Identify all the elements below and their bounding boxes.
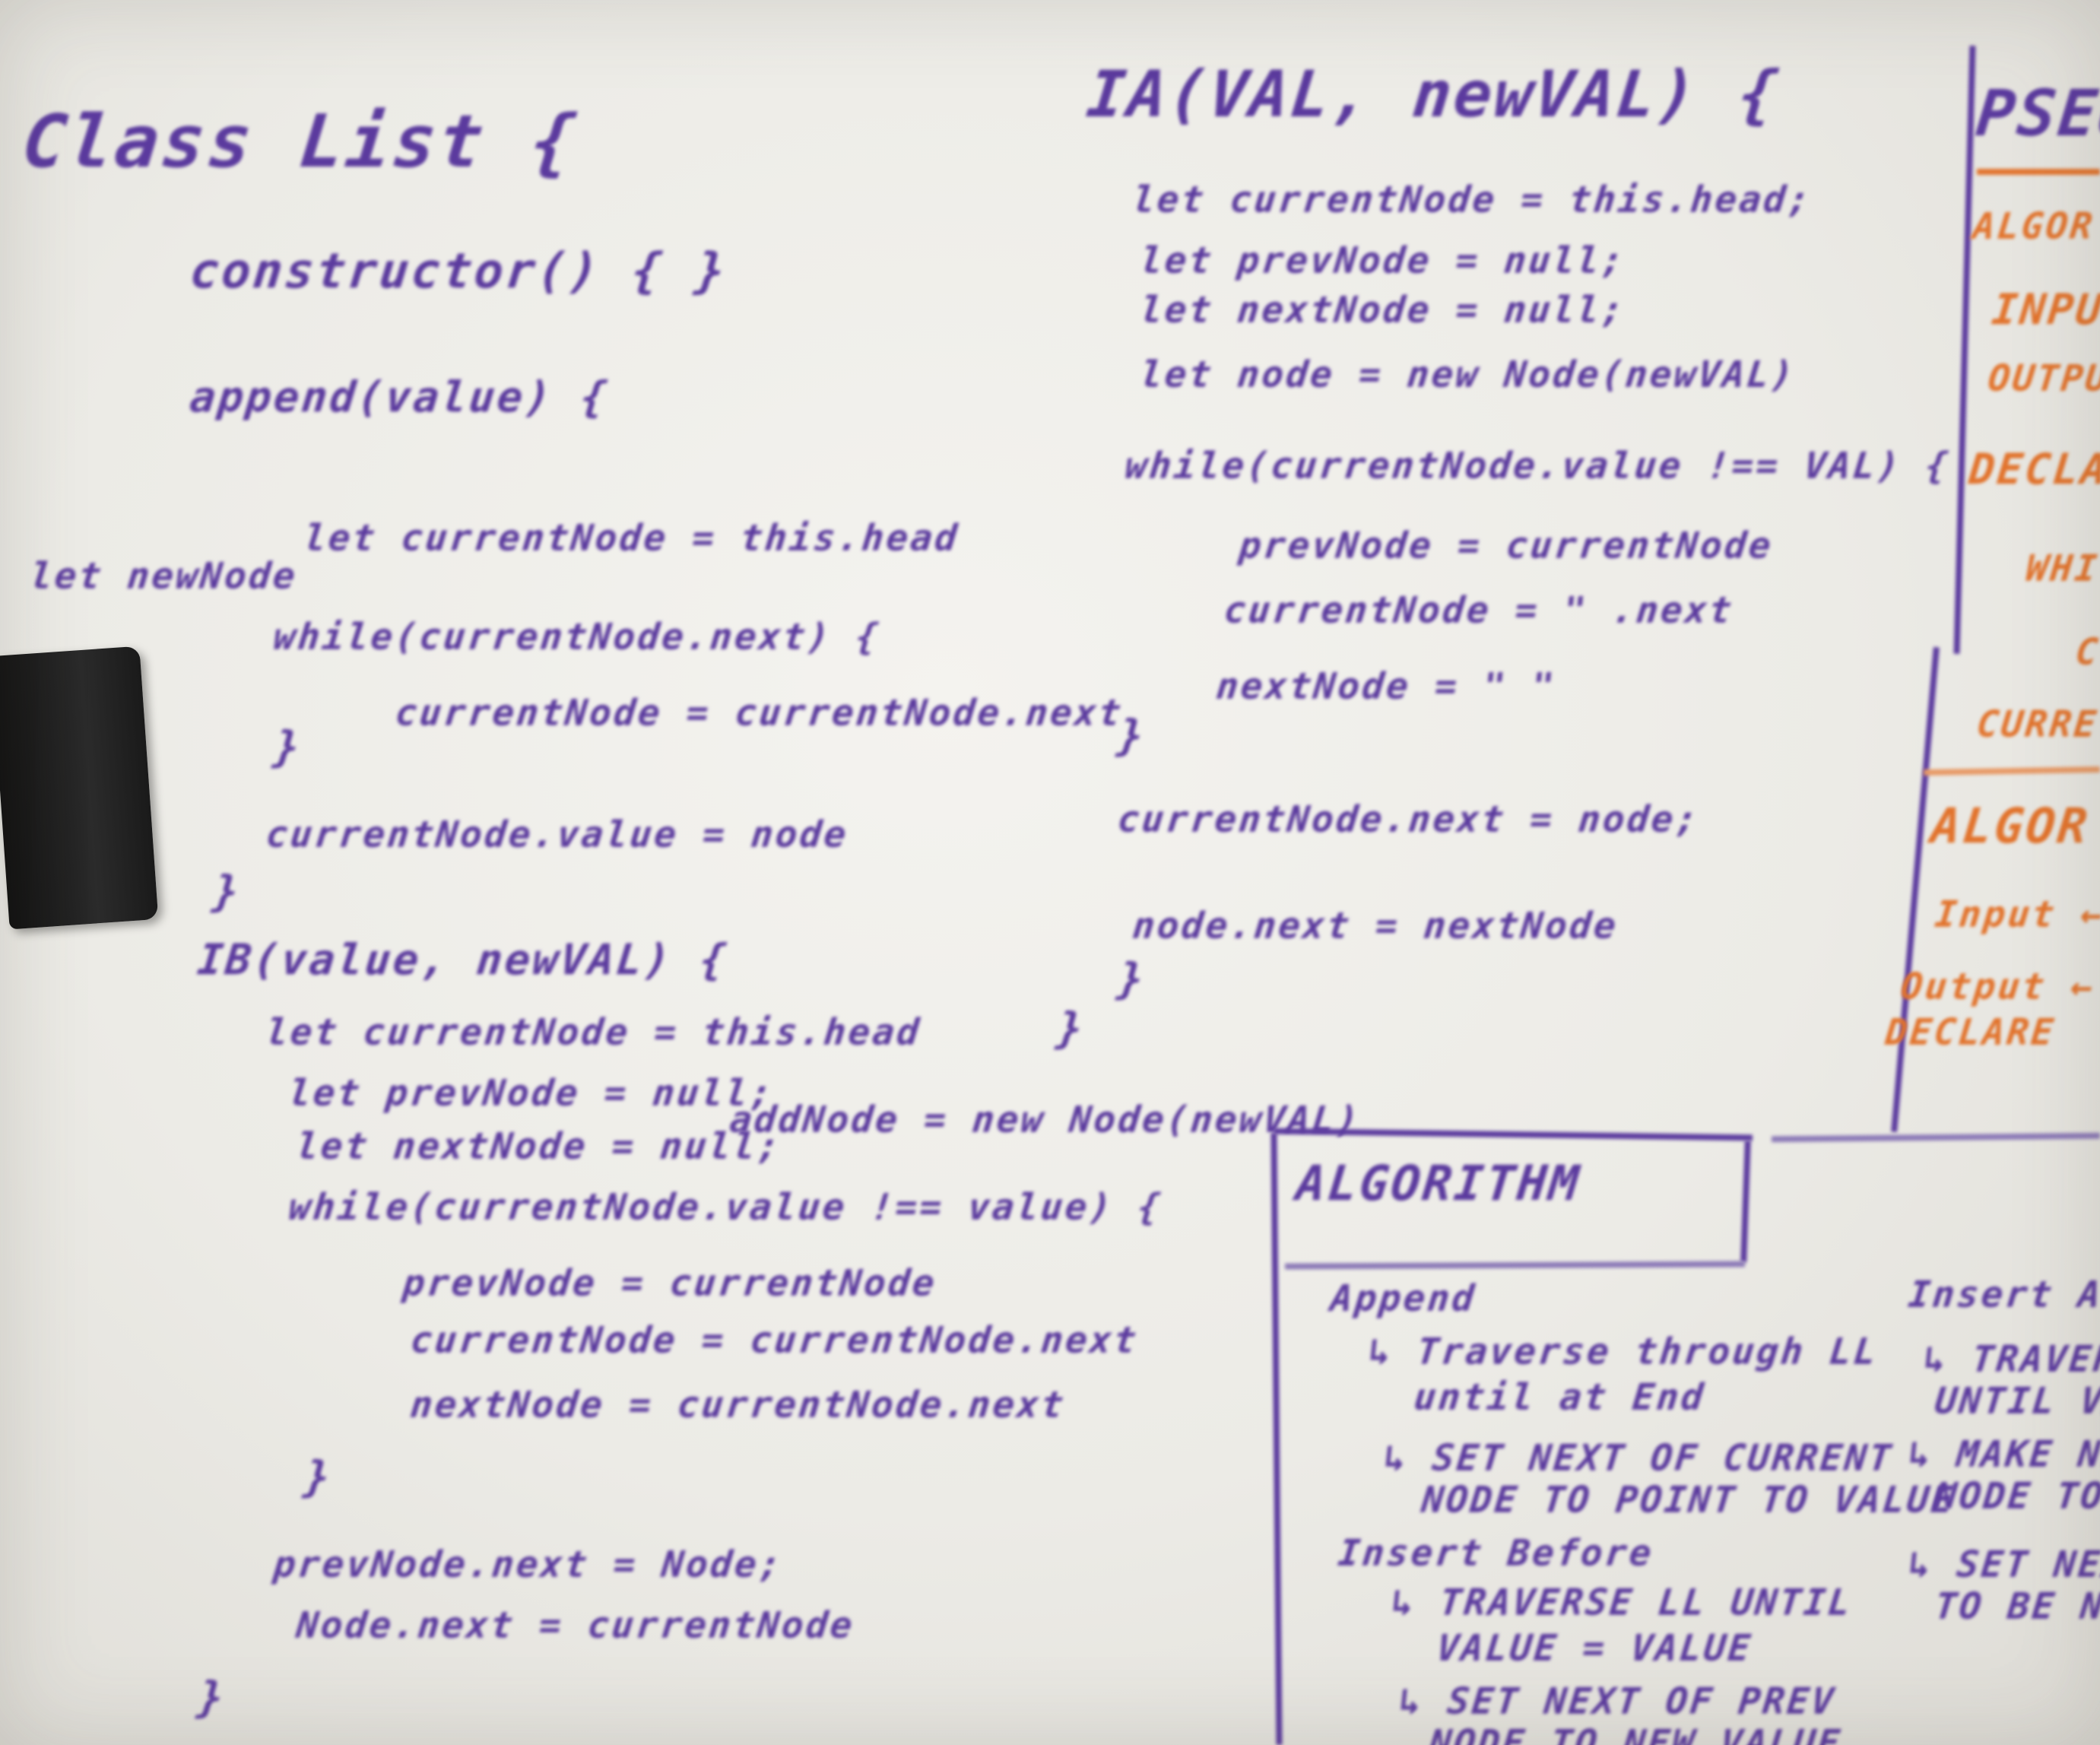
ia-let-node: let node = new Node(newVAL) (1138, 354, 1798, 396)
ia-current-next: currentNode.next = node; (1115, 798, 1702, 841)
algorithm-box-left (1270, 1132, 1283, 1745)
algo-ib-step1b: VALUE = VALUE (1435, 1627, 1755, 1670)
ia-col-step2b: NODE TO (1933, 1475, 2100, 1518)
class-close: } (195, 1673, 229, 1722)
algo-append-heading: Append (1328, 1277, 1479, 1320)
pseudo-output: OUTPU (1986, 357, 2100, 400)
algo-append-step1a: ↳ Traverse through LL (1366, 1331, 1880, 1373)
ia-col-step2a: ↳ MAKE NE (1906, 1433, 2100, 1476)
ia-col-step3a: ↳ SET NEX (1906, 1544, 2100, 1586)
ib-prev-assign: prevNode = currentNode (401, 1262, 939, 1305)
ia-col-step1b: UNTIL VALU (1933, 1380, 2100, 1423)
algo-ib-heading: Insert Before (1336, 1532, 1656, 1575)
append-assign: currentNode.value = node (264, 814, 851, 856)
constructor-line: constructor() { } (187, 243, 730, 300)
pseudo-title-underline (1977, 169, 2100, 175)
ib-let-prev: let prevNode = null; (287, 1072, 776, 1115)
algorithm-title: ALGORITHM (1293, 1156, 1584, 1212)
ia-prev-assign: prevNode = currentNode (1237, 525, 1775, 567)
append-let-current: let currentNode = this.head (302, 517, 962, 560)
append-header: append(value) { (187, 373, 612, 422)
class-header: Class List { (18, 99, 582, 184)
ia-let-next: let nextNode = null; (1138, 289, 1628, 332)
pseudo-declare: DECLAR (1966, 445, 2100, 494)
pseudo-algorithm: ALGOR (1971, 205, 2097, 248)
ia-header: IA(VAL, newVAL) { (1083, 57, 1784, 132)
pseudo-title: PSEU (1972, 76, 2100, 151)
pseudo-declare2: DECLARE (1883, 1011, 2058, 1054)
ib-new-node: addNode = new Node(newVAL) (728, 1099, 1363, 1141)
ia-next-assign: nextNode = " " (1214, 665, 1559, 708)
pseudo-input2: Input ← (1933, 893, 2100, 936)
ib-while: while(currentNode.value !== value) { (287, 1186, 1165, 1229)
pseudo-divider (1923, 766, 2100, 776)
pseudo-algor2: ALGOR (1928, 798, 2092, 855)
pseudo-input: INPU (1989, 285, 2100, 335)
algo-ib-step2b: NODE TO NEW VALUE (1427, 1722, 1845, 1745)
ia-let-prev: let prevNode = null; (1138, 240, 1628, 282)
algorithm-box-right (1740, 1140, 1751, 1263)
ia-node-next: node.next = nextNode (1131, 905, 1620, 947)
whiteboard-eraser (0, 646, 159, 930)
ia-current-assign: currentNode = " .next (1222, 589, 1736, 632)
ib-next-assign: nextNode = currentNode.next (408, 1384, 1068, 1426)
ia-col-heading: Insert After (1906, 1274, 2100, 1316)
ib-close-brace-mid: } (1054, 1004, 1088, 1053)
algo-ib-step2a: ↳ SET NEXT OF PREV (1397, 1680, 1838, 1723)
ia-col-step3b: TO BE NE (1933, 1585, 2100, 1628)
ia-let-current: let currentNode = this.head; (1131, 179, 1815, 221)
append-advance: currentNode = currentNode.next (393, 692, 1125, 734)
algo-append-step2b: NODE TO POINT TO VALUE (1420, 1479, 1958, 1521)
ia-close-while: } (1115, 711, 1149, 760)
ib-header: IB(value, newVAL) { (195, 935, 731, 985)
pseudo-c: C (2073, 631, 2100, 674)
ib-prev-next: prevNode.next = Node; (271, 1544, 785, 1586)
pseudo-while: WHI (2024, 547, 2100, 590)
append-while: while(currentNode.next) { (271, 616, 883, 658)
algo-append-step1b: until at End (1412, 1376, 1708, 1419)
append-close-while: } (271, 722, 305, 772)
pseudo-panel-border-upper (1953, 46, 1976, 654)
pseudo-current: CURRE (1975, 703, 2100, 746)
algo-append-step2a: ↳ SET NEXT OF CURRENT (1381, 1437, 1895, 1480)
ib-close-while: } (301, 1452, 335, 1502)
pseudo-output2: Output ← L (1899, 966, 2100, 1008)
algorithm-title-underline (1284, 1261, 1746, 1270)
append-close: } (210, 867, 244, 916)
ia-close: } (1115, 954, 1149, 1004)
pseudo-panel-border-lower (1891, 646, 1940, 1133)
pseudo-panel-bottom (1771, 1132, 2100, 1143)
ib-let-next: let nextNode = null; (294, 1125, 784, 1168)
ia-while: while(currentNode.value !== VAL) { (1123, 445, 1952, 487)
algo-ib-step1a: ↳ TRAVERSE LL UNTIL (1389, 1582, 1855, 1624)
ib-node-next: Node.next = currentNode (294, 1604, 857, 1647)
ib-current-assign: currentNode = currentNode.next (408, 1319, 1140, 1362)
ia-col-step1a: ↳ TRAVER (1921, 1338, 2100, 1381)
append-let-newnode: let newNode (28, 555, 300, 598)
ib-let-current: let currentNode = this.head (264, 1011, 924, 1054)
